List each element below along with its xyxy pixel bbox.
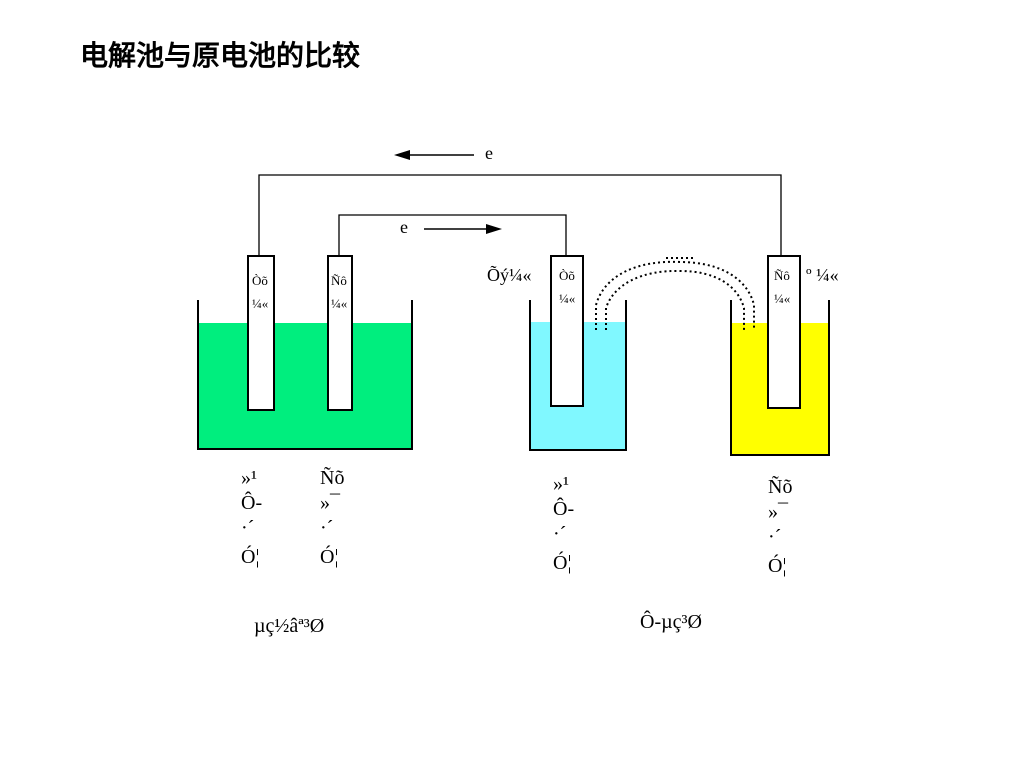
svg-text:»¹: »¹ [241,467,257,489]
reaction-label-left-b: Ñõ »¯ ·´ Ó¦ [320,465,344,568]
reaction-label-left-a: »¹ Ô- ·´ Ó¦ [241,467,262,568]
electrode-1-label-a: Òõ [252,273,268,288]
outer-wire [258,174,782,256]
inner-wire [338,214,567,256]
svg-text:Ó¦: Ó¦ [768,553,786,577]
svg-text:Ó¦: Ó¦ [553,550,571,574]
left-cathode-electrode [247,255,275,411]
electrode-2-label-b: ¼« [331,296,347,311]
svg-text:Ô-: Ô- [241,490,262,514]
svg-text:·´: ·´ [241,517,254,539]
svg-text:Ó¦: Ó¦ [241,544,259,568]
svg-text:Ô-: Ô- [553,496,574,520]
svg-text:»¹: »¹ [553,473,569,495]
caption-galvanic-cell: Ô-µç³Ø [640,609,702,633]
svg-text:»¯: »¯ [320,492,341,514]
reaction-label-right: Ñõ »¯ ·´ Ó¦ [768,474,792,577]
svg-text:Ñõ: Ñõ [320,465,344,489]
left-anode-electrode [327,255,353,411]
electrode-4-label-b: ¼« [774,291,790,306]
electrode-3-label-a: Òõ [559,268,575,283]
caption-electrolytic-cell: µç½âª³Ø [254,615,324,637]
electrode-4-label-a: Ñô [774,268,790,283]
electron-arrow-right [424,224,502,234]
left-beaker [197,300,413,450]
middle-beaker [529,300,627,451]
middle-electrode [550,255,584,407]
svg-text:Ó¦: Ó¦ [320,544,338,568]
left-solution [198,323,412,449]
reaction-label-middle: »¹ Ô- ·´ Ó¦ [553,473,574,574]
electron-label-mid: e [400,217,408,237]
right-electrode [767,255,801,409]
electrode-2-label-a: Ñô [331,273,347,288]
electrode-1-label-b: ¼« [252,296,268,311]
right-beaker [730,300,830,456]
svg-text:·´: ·´ [553,523,566,545]
salt-bridge [595,257,755,330]
svg-text:Ñõ: Ñõ [768,474,792,498]
svg-text:»¯: »¯ [768,501,789,523]
svg-text:·´: ·´ [768,526,781,548]
svg-text:·´: ·´ [320,517,333,539]
electron-label-top: e [485,143,493,163]
electrode-3-label-b: ¼« [559,291,575,306]
electron-arrow-left [394,150,474,160]
pole-label-right: º ¼« [806,265,839,285]
pole-label-left: Õý¼« [487,264,532,285]
page-title: 电解池与原电池的比较 [80,39,361,72]
